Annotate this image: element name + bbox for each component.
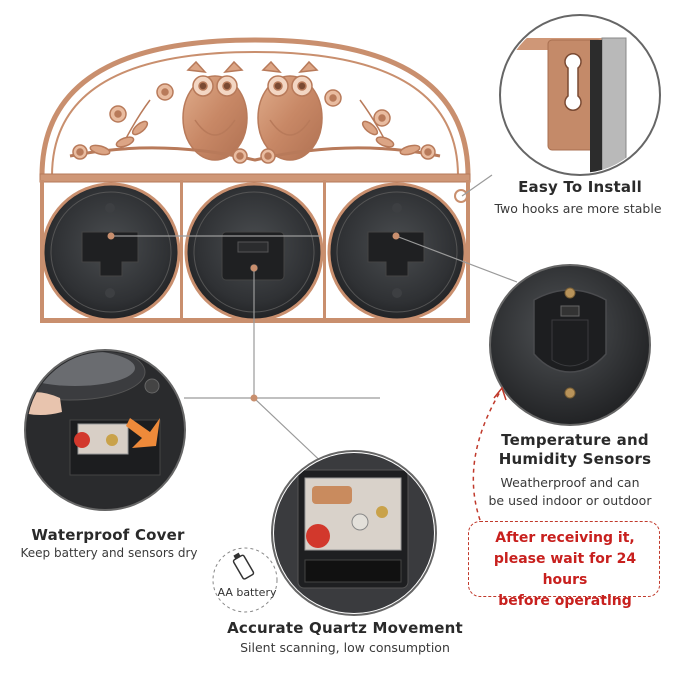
- warning-line2: please wait for 24 hours: [493, 551, 637, 588]
- arrow-head-icon: [493, 386, 507, 401]
- warning-line1: After receiving it,: [495, 530, 635, 546]
- waterproof-title: Waterproof Cover: [31, 526, 185, 544]
- gauge-right: [327, 182, 467, 322]
- movement-subtitle: Silent scanning, low consumption: [240, 640, 450, 655]
- zoom-waterproof: [24, 349, 186, 511]
- callout-dot: [107, 232, 115, 240]
- zoom-movement: [271, 450, 437, 616]
- sensors-title-line2: Humidity Sensors: [498, 450, 652, 468]
- callout-dot: [250, 394, 258, 402]
- sensors-title: Temperature and Humidity Sensors: [480, 431, 670, 469]
- zoom-sensor: [489, 264, 651, 426]
- zoom-hook: [499, 14, 661, 176]
- battery-label: AA battery: [217, 586, 277, 599]
- callout-dot: [392, 232, 400, 240]
- gauge-left: [41, 182, 181, 322]
- sensors-subtitle-line2: be used indoor or outdoor: [488, 493, 652, 508]
- warning-line3: before operating: [498, 593, 632, 609]
- callout-lines: [111, 174, 518, 471]
- sensors-subtitle: Weatherproof and can be used indoor or o…: [470, 474, 670, 510]
- owl-decoration: [69, 60, 441, 164]
- install-title: Easy To Install: [518, 178, 642, 196]
- waterproof-subtitle: Keep battery and sensors dry: [20, 546, 198, 560]
- hook-ring: [454, 189, 468, 203]
- battery-badge: [212, 547, 278, 613]
- arrow-icon: [126, 418, 160, 448]
- warning-text: After receiving it, please wait for 24 h…: [470, 528, 660, 612]
- callout-dot: [250, 264, 258, 272]
- movement-title: Accurate Quartz Movement: [227, 619, 463, 637]
- sensors-title-line1: Temperature and: [501, 431, 649, 449]
- install-subtitle: Two hooks are more stable: [494, 201, 662, 216]
- sensors-subtitle-line1: Weatherproof and can: [500, 475, 640, 490]
- battery-icon: [232, 552, 255, 580]
- warning-box: [468, 521, 660, 597]
